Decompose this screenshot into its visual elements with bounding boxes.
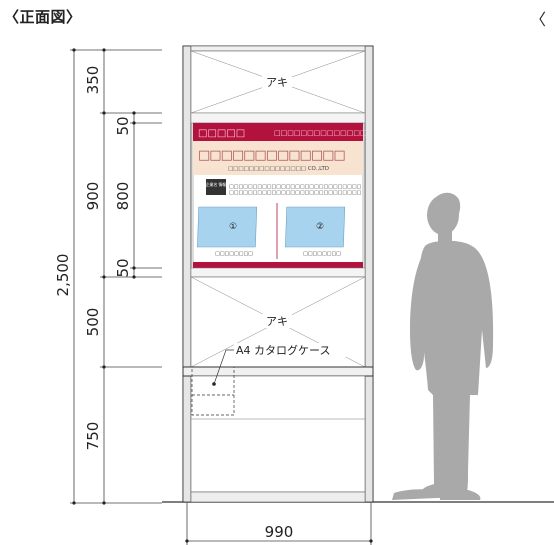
left-screen <box>197 206 258 248</box>
panel-badge <box>206 179 226 195</box>
panel-header-long: □□□□□□□□□□□□□□ <box>274 129 367 137</box>
dim-lower: 500 <box>84 308 102 337</box>
catalog-case-label: A4 カタログケース <box>236 343 330 357</box>
dim-middle: 900 <box>84 182 102 211</box>
panel-company: □□□□□□□□□□□□□□□ CO.,LTD <box>228 166 329 172</box>
right-caption: □□□□□□□□ <box>303 251 341 257</box>
catalog-case <box>191 366 235 416</box>
panel-header <box>193 123 363 141</box>
dimension-ticks <box>72 48 136 505</box>
empty-top-label: アキ <box>266 76 288 89</box>
empty-middle-label: アキ <box>266 315 288 328</box>
left-caption: □□□□□□□□ <box>215 251 253 257</box>
width-dimension <box>186 503 372 545</box>
panel-info-line: □□□□□□□□□□□□□□□□□□□□□□□□□□□□ <box>229 184 362 190</box>
panel-info-line-2: □□□□□□□□□□□□□□□□□□□□□□□□□□□□ <box>229 190 362 196</box>
dim-bottom: 750 <box>84 422 102 451</box>
person-silhouette <box>392 192 494 500</box>
view-title: 〈正面図〉 <box>4 8 82 26</box>
panel-badge-text: 企業名 情報 <box>206 182 226 187</box>
dim-upper-gap: 50 <box>114 116 132 135</box>
dim-total-height: 2,500 <box>54 254 72 297</box>
right-screen-mark: ② <box>316 222 324 232</box>
right-screen <box>285 206 346 248</box>
dim-panel: 800 <box>114 182 132 211</box>
dim-lower-gap: 50 <box>114 258 132 277</box>
nav-chevron-icon[interactable]: 〈 <box>529 10 546 29</box>
cabinet: アキ □□□□□ □□□□□□□□□□□□□□ □□□□□□□□□□□□□ □□… <box>182 45 374 503</box>
dimension-lines <box>70 49 162 504</box>
panel-big-boxes: □□□□□□□□□□□□□ <box>198 148 345 163</box>
graphic-panel: □□□□□ □□□□□□□□□□□□□□ □□□□□□□□□□□□□ □□□□□… <box>192 122 367 269</box>
panel-cream-band <box>193 141 363 175</box>
panel-header-boxes: □□□□□ <box>198 128 245 139</box>
dim-width: 990 <box>265 523 294 541</box>
left-screen-mark: ① <box>229 222 237 232</box>
dim-top: 350 <box>84 66 102 95</box>
panel-footer <box>193 262 363 268</box>
